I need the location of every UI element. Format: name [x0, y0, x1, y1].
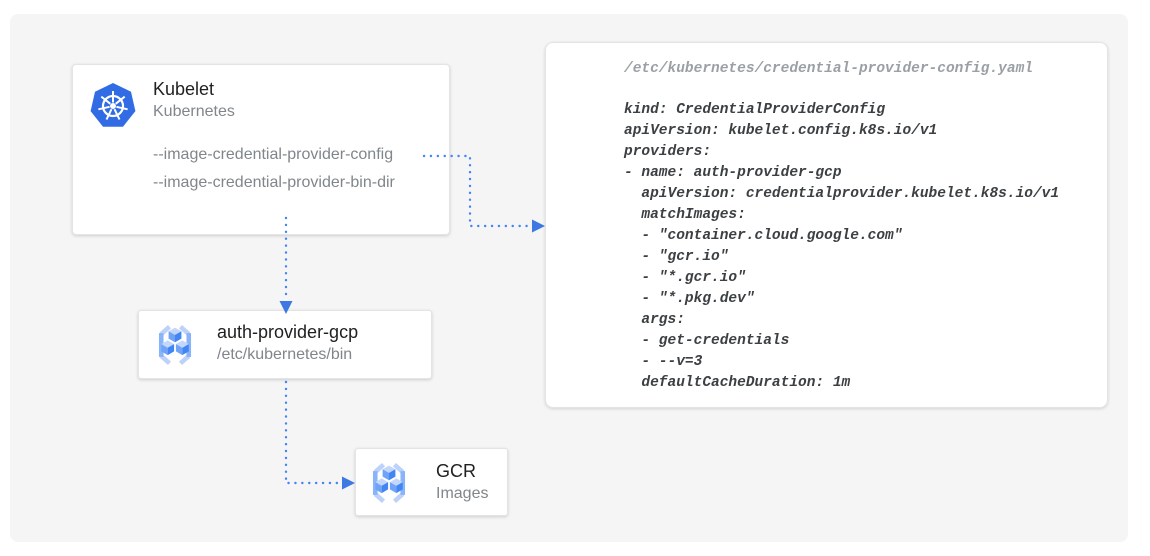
config-file-path: /etc/kubernetes/credential-provider-conf…	[624, 61, 1033, 77]
node-kubelet: Kubelet Kubernetes --image-credential-pr…	[72, 64, 450, 235]
node-gcr-title: GCR	[436, 461, 476, 481]
code-line: args:	[624, 312, 685, 328]
code-line: apiVersion: kubelet.config.k8s.io/v1	[624, 123, 938, 139]
node-kubelet-title: Kubelet	[153, 79, 215, 99]
code-line: - "*.gcr.io"	[624, 270, 746, 286]
node-auth-provider-title: auth-provider-gcp	[217, 322, 359, 342]
node-auth-provider-gcp: auth-provider-gcp /etc/kubernetes/bin	[138, 310, 432, 379]
kubernetes-icon	[89, 81, 137, 134]
code-line: matchImages:	[624, 207, 746, 223]
node-gcr: GCR Images	[355, 448, 508, 516]
config-yaml-code: kind: CredentialProviderConfig apiVersion…	[624, 100, 1087, 394]
code-line: defaultCacheDuration: 1m	[624, 375, 851, 391]
kubelet-flag: --image-credential-provider-bin-dir	[153, 174, 395, 191]
node-kubelet-subtitle: Kubernetes	[153, 103, 235, 120]
code-line: - get-credentials	[624, 333, 790, 349]
code-line: - --v=3	[624, 354, 703, 370]
code-line: - name: auth-provider-gcp	[624, 165, 842, 181]
kubelet-flag-list: --image-credential-provider-config --imag…	[153, 141, 395, 197]
code-line: - "gcr.io"	[624, 249, 729, 265]
node-auth-provider-subtitle: /etc/kubernetes/bin	[217, 346, 353, 363]
code-line: kind: CredentialProviderConfig	[624, 102, 886, 118]
credential-provider-config-panel: /etc/kubernetes/credential-provider-conf…	[545, 42, 1108, 408]
code-line: apiVersion: credentialprovider.kubelet.k…	[624, 186, 1060, 202]
gcr-icon	[367, 461, 411, 510]
code-line: providers:	[624, 144, 712, 160]
node-gcr-subtitle: Images	[436, 485, 489, 502]
gcr-icon	[153, 323, 197, 372]
kubelet-flag: --image-credential-provider-config	[153, 146, 394, 163]
code-line: - "container.cloud.google.com"	[624, 228, 903, 244]
code-line: - "*.pkg.dev"	[624, 291, 755, 307]
